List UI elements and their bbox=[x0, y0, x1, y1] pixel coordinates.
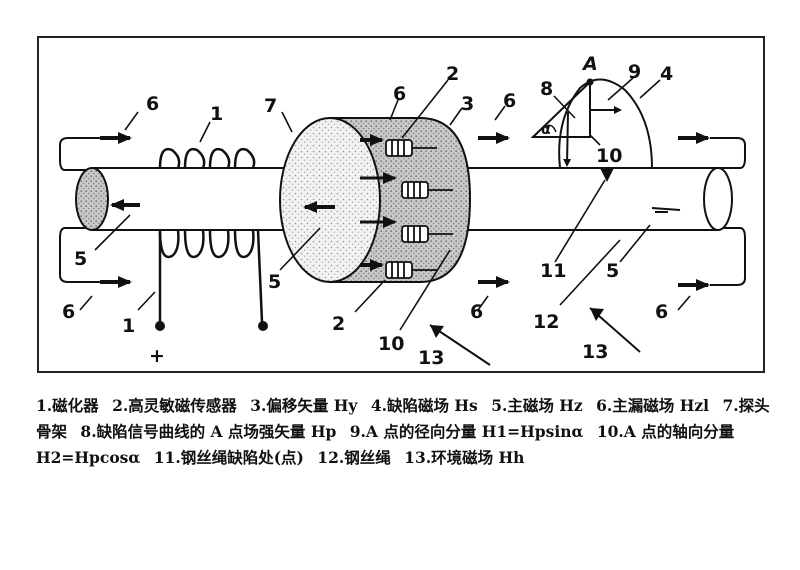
figure-caption: 1.磁化器 2.高灵敏磁传感器 3.偏移矢量 Hy 4.缺陷磁场 Hs 5.主磁… bbox=[36, 393, 776, 471]
leakage-field-loops bbox=[59, 137, 746, 286]
caption-item-11: 11.钢丝绳缺陷处(点) bbox=[153, 448, 304, 467]
label-3: 3 bbox=[461, 93, 474, 115]
point-a-marker bbox=[586, 78, 594, 86]
label-1-bottom: 1 bbox=[122, 315, 135, 337]
magnetic-flux-leakage-diagram: 6 1 7 6 2 3 6 8 A 9 4 α 10 5 5 11 5 6 1 … bbox=[37, 36, 765, 373]
label-9: 9 bbox=[628, 61, 641, 83]
diagram-frame bbox=[37, 36, 765, 373]
label-10-top: 10 bbox=[596, 145, 622, 167]
label-5-right: 5 bbox=[606, 260, 619, 282]
label-A: A bbox=[581, 53, 598, 75]
caption-item-12: 12.钢丝绳 bbox=[317, 448, 391, 467]
defect-mark-right bbox=[651, 207, 681, 213]
caption-item-2: 2.高灵敏磁传感器 bbox=[112, 396, 237, 415]
defect-mark bbox=[600, 168, 614, 182]
label-alpha: α bbox=[541, 122, 551, 138]
coil-terminal-negative bbox=[258, 321, 268, 331]
label-4: 4 bbox=[660, 63, 673, 85]
label-11: 11 bbox=[540, 260, 566, 282]
caption-item-5: 5.主磁场 Hz bbox=[491, 396, 583, 415]
label-2-bottom: 2 bbox=[332, 313, 345, 335]
caption-item-8: 8.缺陷信号曲线的 A 点场强矢量 Hp bbox=[80, 422, 337, 441]
label-5-left: 5 bbox=[74, 248, 87, 270]
label-5-mid: 5 bbox=[268, 271, 281, 293]
label-6-probe: 6 bbox=[393, 83, 406, 105]
caption-item-13: 13.环境磁场 Hh bbox=[404, 448, 525, 467]
sensor-array bbox=[385, 139, 453, 279]
rope-end-right bbox=[703, 167, 733, 231]
label-6-topleft: 6 bbox=[146, 93, 159, 115]
vector-h1 bbox=[563, 111, 572, 167]
label-7: 7 bbox=[264, 95, 277, 117]
label-8: 8 bbox=[540, 78, 553, 100]
label-2-top: 2 bbox=[446, 63, 459, 85]
field-arrows bbox=[100, 132, 710, 291]
caption-item-3: 3.偏移矢量 Hy bbox=[250, 396, 358, 415]
caption-item-10: 10.A 点的轴向分量 H2=Hpcosα bbox=[36, 422, 735, 467]
label-6-bottomright: 6 bbox=[655, 301, 668, 323]
caption-item-1: 1.磁化器 bbox=[36, 396, 99, 415]
label-10-bottom: 10 bbox=[378, 333, 404, 355]
label-13-right: 13 bbox=[582, 341, 608, 363]
label-6-mid: 6 bbox=[503, 90, 516, 112]
caption-item-4: 4.缺陷磁场 Hs bbox=[370, 396, 478, 415]
label-12: 12 bbox=[533, 311, 559, 333]
env-field-arrowhead-left bbox=[430, 325, 444, 338]
magnetizer-coil bbox=[158, 147, 264, 323]
label-1-top: 1 bbox=[210, 103, 223, 125]
label-6-bottommid: 6 bbox=[470, 301, 483, 323]
coil-terminal-positive bbox=[155, 321, 165, 331]
label-plus: + bbox=[149, 345, 165, 367]
rope-end-left bbox=[75, 167, 109, 231]
env-field-arrowhead-right bbox=[590, 308, 604, 321]
caption-item-7: 7.探头骨架 bbox=[36, 396, 770, 441]
caption-item-9: 9.A 点的径向分量 H1=Hpsinα bbox=[349, 422, 584, 441]
label-6-bottomleft: 6 bbox=[62, 301, 75, 323]
label-13-left: 13 bbox=[418, 347, 444, 369]
probe-skeleton bbox=[279, 117, 472, 283]
caption-item-6: 6.主漏磁场 Hzl bbox=[596, 396, 710, 415]
